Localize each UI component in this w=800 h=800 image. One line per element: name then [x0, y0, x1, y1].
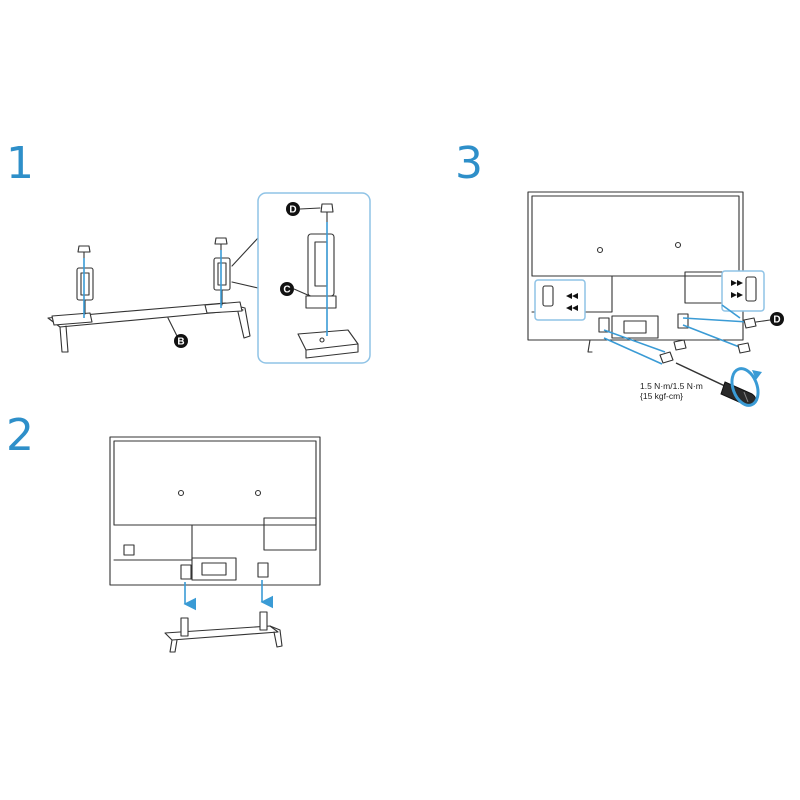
svg-text:B: B [177, 337, 184, 348]
slide-highlight-left [534, 279, 586, 321]
stand-step2 [164, 611, 283, 653]
callout-d-step3: D [770, 312, 784, 326]
svg-text:D: D [289, 205, 296, 216]
guide-line-b [603, 337, 663, 365]
step-number-1: 1 [6, 138, 34, 189]
stand-base [47, 301, 251, 353]
screw-icon [214, 237, 228, 251]
step-number-2: 2 [6, 410, 34, 461]
guide-line-c [682, 324, 743, 349]
screw-icon [77, 245, 91, 259]
torque-value-kgf: {15 kgf-cm} [640, 391, 683, 401]
bracket-left [76, 267, 94, 315]
svg-text:D: D [773, 315, 780, 326]
torque-value: 1.5 N·m/1.5 N·m [640, 381, 703, 391]
step-number-3: 3 [455, 138, 483, 189]
bracket-right [213, 257, 231, 306]
callout-c: C [280, 282, 294, 296]
tv-back-step2 [109, 436, 321, 586]
svg-text:C: C [283, 285, 290, 296]
zoom-detail [257, 192, 371, 364]
screw-icon [659, 317, 757, 364]
rotation-arrow-icon [730, 367, 762, 407]
slide-highlight-right [721, 270, 765, 312]
step-3: 3 [455, 138, 784, 407]
screw-icon [320, 203, 334, 223]
tv-back-step3 [527, 191, 744, 353]
slide-arrow-icon [731, 280, 743, 298]
step-1: 1 [6, 138, 371, 364]
guide-line-a [603, 329, 666, 353]
step-2: 2 [6, 410, 321, 653]
callout-b: B [174, 334, 188, 348]
callout-d-step1: D [286, 202, 300, 216]
guide-line-d [682, 317, 749, 323]
slide-arrow-icon [566, 293, 578, 311]
